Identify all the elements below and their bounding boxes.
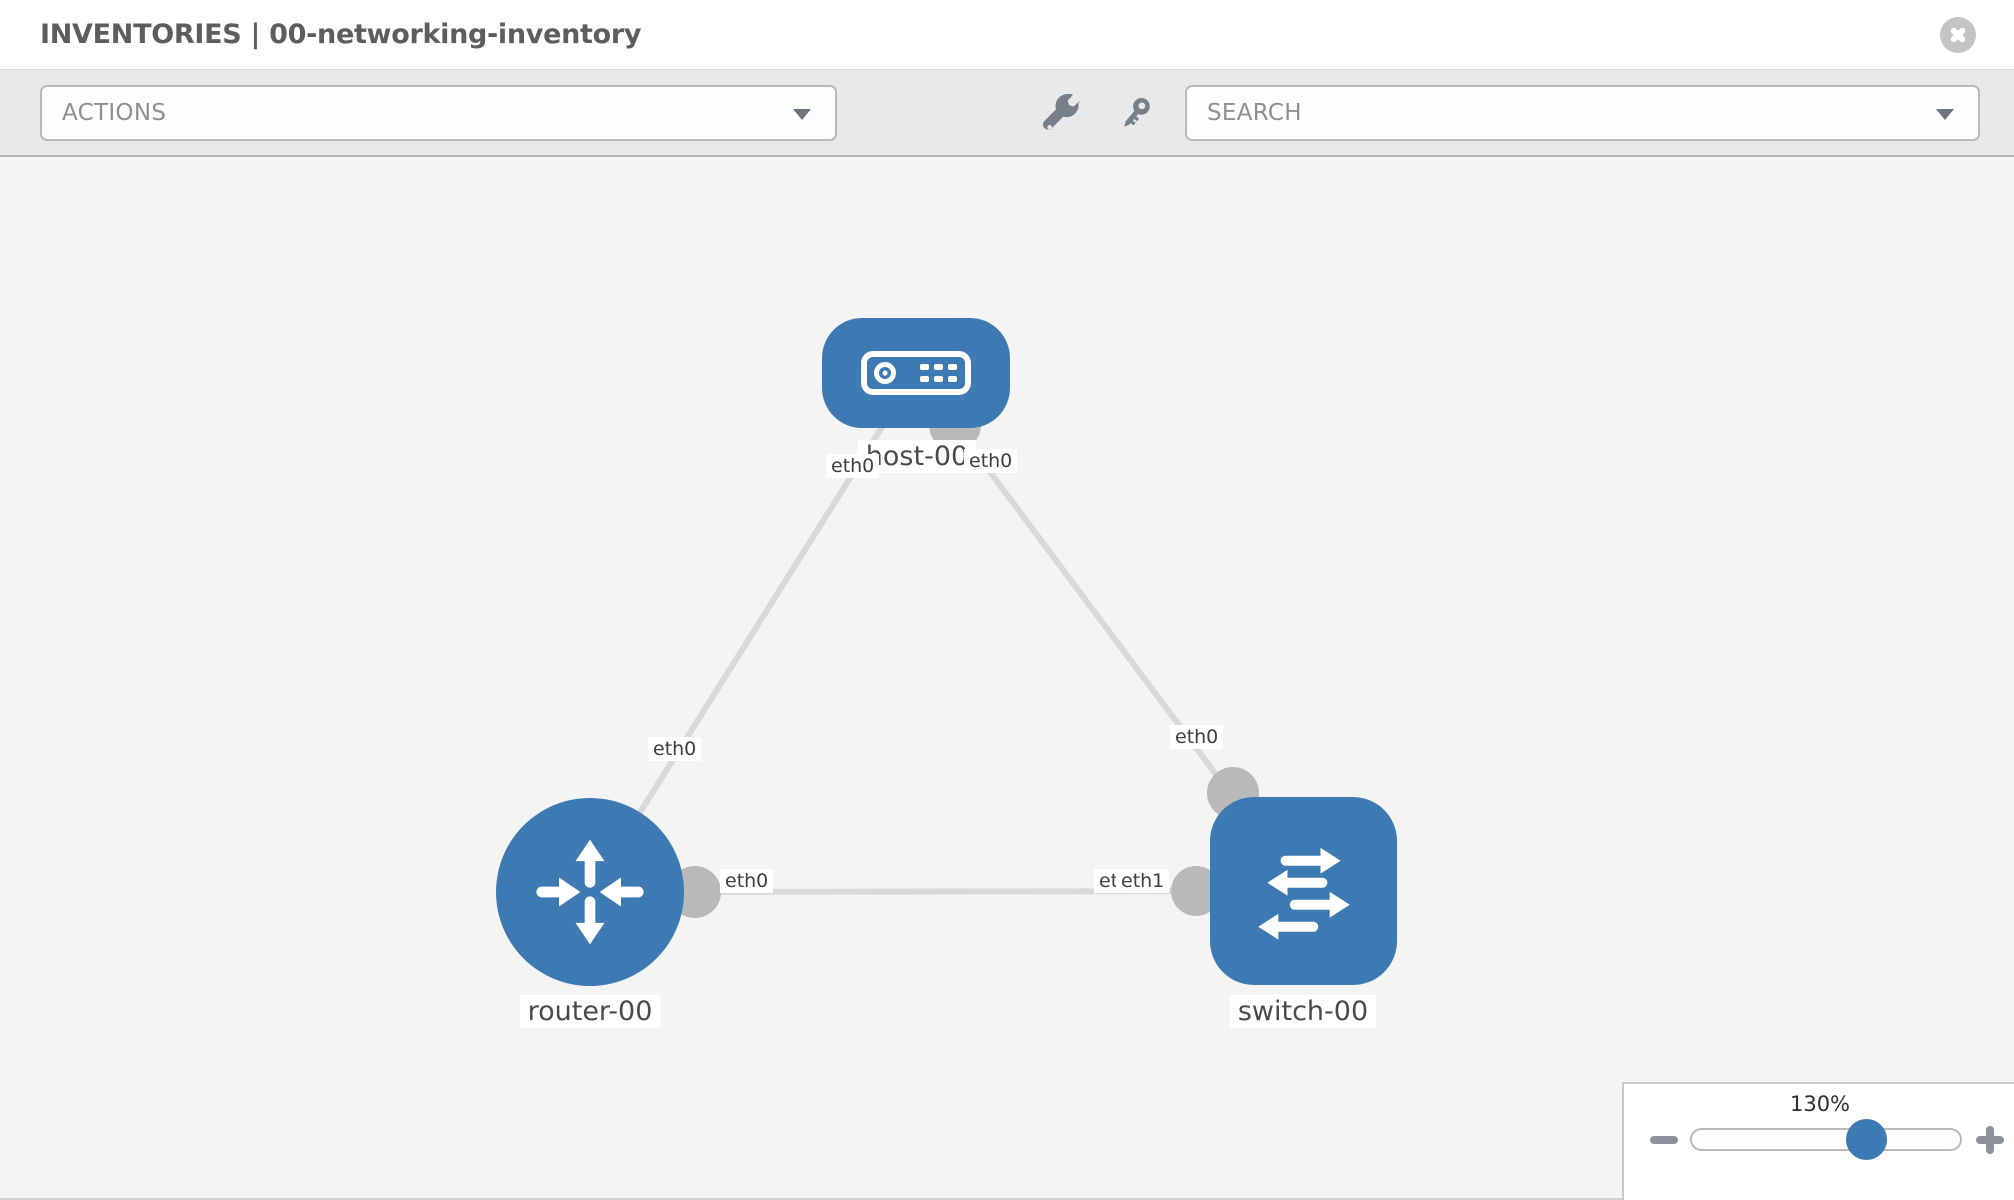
plus-icon [1986, 1126, 1994, 1154]
zoom-in-button[interactable] [1976, 1126, 2004, 1154]
switch-icon [1257, 847, 1350, 940]
close-button[interactable] [1940, 17, 1976, 53]
links-layer [587, 371, 1306, 918]
key-icon [1124, 98, 1150, 127]
search-placeholder: SEARCH [1207, 100, 1302, 126]
connector-switch-left[interactable] [1171, 866, 1221, 916]
zoom-slider-thumb[interactable] [1846, 1119, 1887, 1160]
wrench-icon [1043, 93, 1081, 130]
interface-label-switch-eth0: eth0 [1170, 725, 1224, 749]
canvas-bottom-border [0, 1198, 1624, 1200]
interface-label-host-eth0: eth0 [964, 449, 1018, 473]
interface-label-router-eth0: eth0 [720, 869, 774, 893]
actions-dropdown[interactable]: ACTIONS [40, 85, 837, 141]
search-dropdown[interactable]: SEARCH [1185, 85, 1980, 141]
page-title: INVENTORIES | 00-networking-inventory [40, 19, 642, 50]
header: INVENTORIES | 00-networking-inventory [0, 0, 2014, 70]
node-router-00[interactable] [496, 798, 684, 986]
zoom-panel: 130% [1622, 1082, 2014, 1200]
router-icon [536, 839, 644, 945]
host-icon [861, 351, 971, 395]
node-host-00[interactable] [822, 318, 1010, 428]
node-switch-00[interactable] [1210, 797, 1397, 985]
interface-label-switch-eth1: eth1 [1116, 869, 1170, 893]
interface-label-host-eth0: eth0 [826, 454, 880, 478]
zoom-slider-track[interactable] [1690, 1128, 1962, 1151]
node-label-router-00: router-00 [519, 995, 661, 1028]
credentials-button[interactable] [1115, 94, 1155, 134]
interface-label-router-eth0: eth0 [648, 737, 702, 761]
zoom-percentage: 130% [1789, 1092, 1851, 1116]
toolbar: ACTIONS SEARCH [0, 70, 2014, 157]
chevron-down-icon [793, 109, 811, 120]
chevron-down-icon [1936, 109, 1954, 120]
node-label-switch-00: switch-00 [1229, 995, 1377, 1028]
wrench-button[interactable] [1043, 93, 1083, 134]
topology-canvas[interactable]: host-00 router-00 switch-00 eth0 eth0 et… [0, 157, 2014, 1200]
zoom-out-button[interactable] [1650, 1136, 1678, 1144]
node-label-host-00: host-00 [857, 440, 977, 473]
actions-dropdown-label: ACTIONS [62, 100, 167, 126]
